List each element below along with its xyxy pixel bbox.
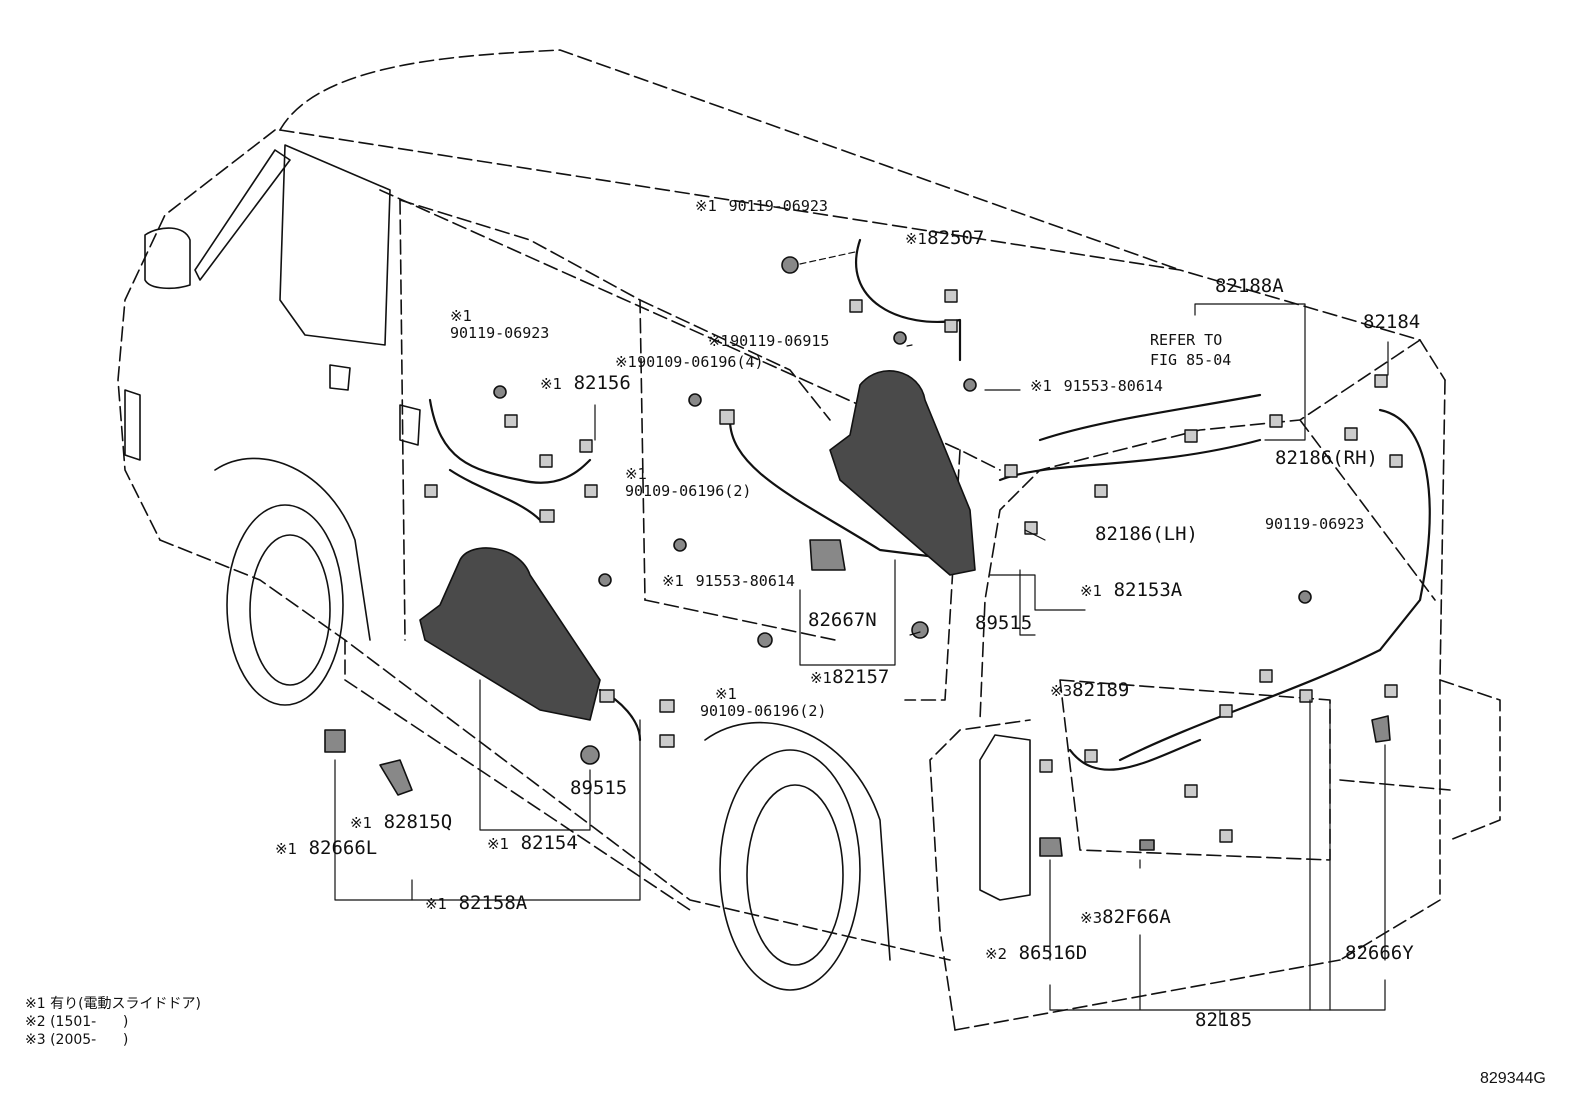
connectors xyxy=(424,289,1403,843)
callout-82F66A: ※382F66A xyxy=(1080,906,1171,928)
callout-82154: ※1 82154 xyxy=(487,832,578,854)
figure-code: 829344G xyxy=(1480,1070,1546,1087)
callout-91553-80614-left: ※1 91553-80614 xyxy=(662,572,795,590)
footnote-2: ※2 (1501- ) xyxy=(25,1014,129,1030)
leader-lines xyxy=(334,251,1389,1026)
callout-89515-left: 89515 xyxy=(570,777,628,799)
van-body-details xyxy=(124,144,1031,901)
harness-wires xyxy=(428,238,1431,771)
callout-82184: 82184 xyxy=(1363,311,1421,333)
callout-90119-06915: ※190119-06915 xyxy=(708,332,830,350)
callout-82186-lh: 82186(LH) xyxy=(1095,523,1198,545)
callout-82158A: ※1 82158A xyxy=(425,892,528,914)
callout-89515-right: 89515 xyxy=(975,612,1033,634)
callout-82667N: 82667N xyxy=(808,609,877,631)
footnote-1: ※1 有り(電動スライドドア) xyxy=(25,996,202,1012)
callout-82666L: ※1 82666L xyxy=(275,837,378,859)
callout-82157: ※182157 xyxy=(810,666,890,688)
callout-82153A: ※1 82153A xyxy=(1080,579,1183,601)
callout-90109-06196-2-lower: 90109-06196(2) xyxy=(700,702,827,720)
callout-90119-06923-top: ※1 90119-06923 xyxy=(695,197,828,215)
callout-mark-lower-bolt: ※1 xyxy=(715,685,738,703)
callout-mark-mid-bolt: ※1 xyxy=(625,465,648,483)
callout-91553-80614-right: ※1 91553-80614 xyxy=(1030,377,1163,395)
callout-82666Y: 82666Y xyxy=(1345,942,1414,964)
callout-90119-06923-right: 90119-06923 xyxy=(1265,515,1365,533)
front-wheel xyxy=(214,457,371,706)
slide-door-unit-right xyxy=(829,370,976,576)
callout-82156: ※1 82156 xyxy=(540,372,631,394)
callout-mark-left-bolt: ※1 xyxy=(450,307,473,325)
callout-90109-06196-2-mid: 90109-06196(2) xyxy=(625,482,752,500)
callout-82815Q: ※1 82815Q xyxy=(350,811,453,833)
callout-82185: 82185 xyxy=(1195,1009,1253,1031)
small-parts xyxy=(324,256,1391,857)
callout-refer-to: REFER TO xyxy=(1150,331,1223,349)
callout-fig-85-04: FIG 85-04 xyxy=(1150,351,1232,369)
callout-90109-06196-4: ※190109-06196(4) xyxy=(615,353,764,371)
callout-82186-rh: 82186(RH) xyxy=(1275,447,1378,469)
footnote-3: ※3 (2005- ) xyxy=(25,1032,129,1048)
rear-wheel xyxy=(704,721,891,991)
callout-86516D: ※2 86516D xyxy=(985,942,1088,964)
callout-90119-06923-left: 90119-06923 xyxy=(450,324,550,342)
slide-door-unit-left xyxy=(419,547,601,721)
callout-82507: ※182507 xyxy=(905,227,985,249)
callout-82189: ※382189 xyxy=(1050,679,1130,701)
callout-82188A: 82188A xyxy=(1215,275,1284,297)
